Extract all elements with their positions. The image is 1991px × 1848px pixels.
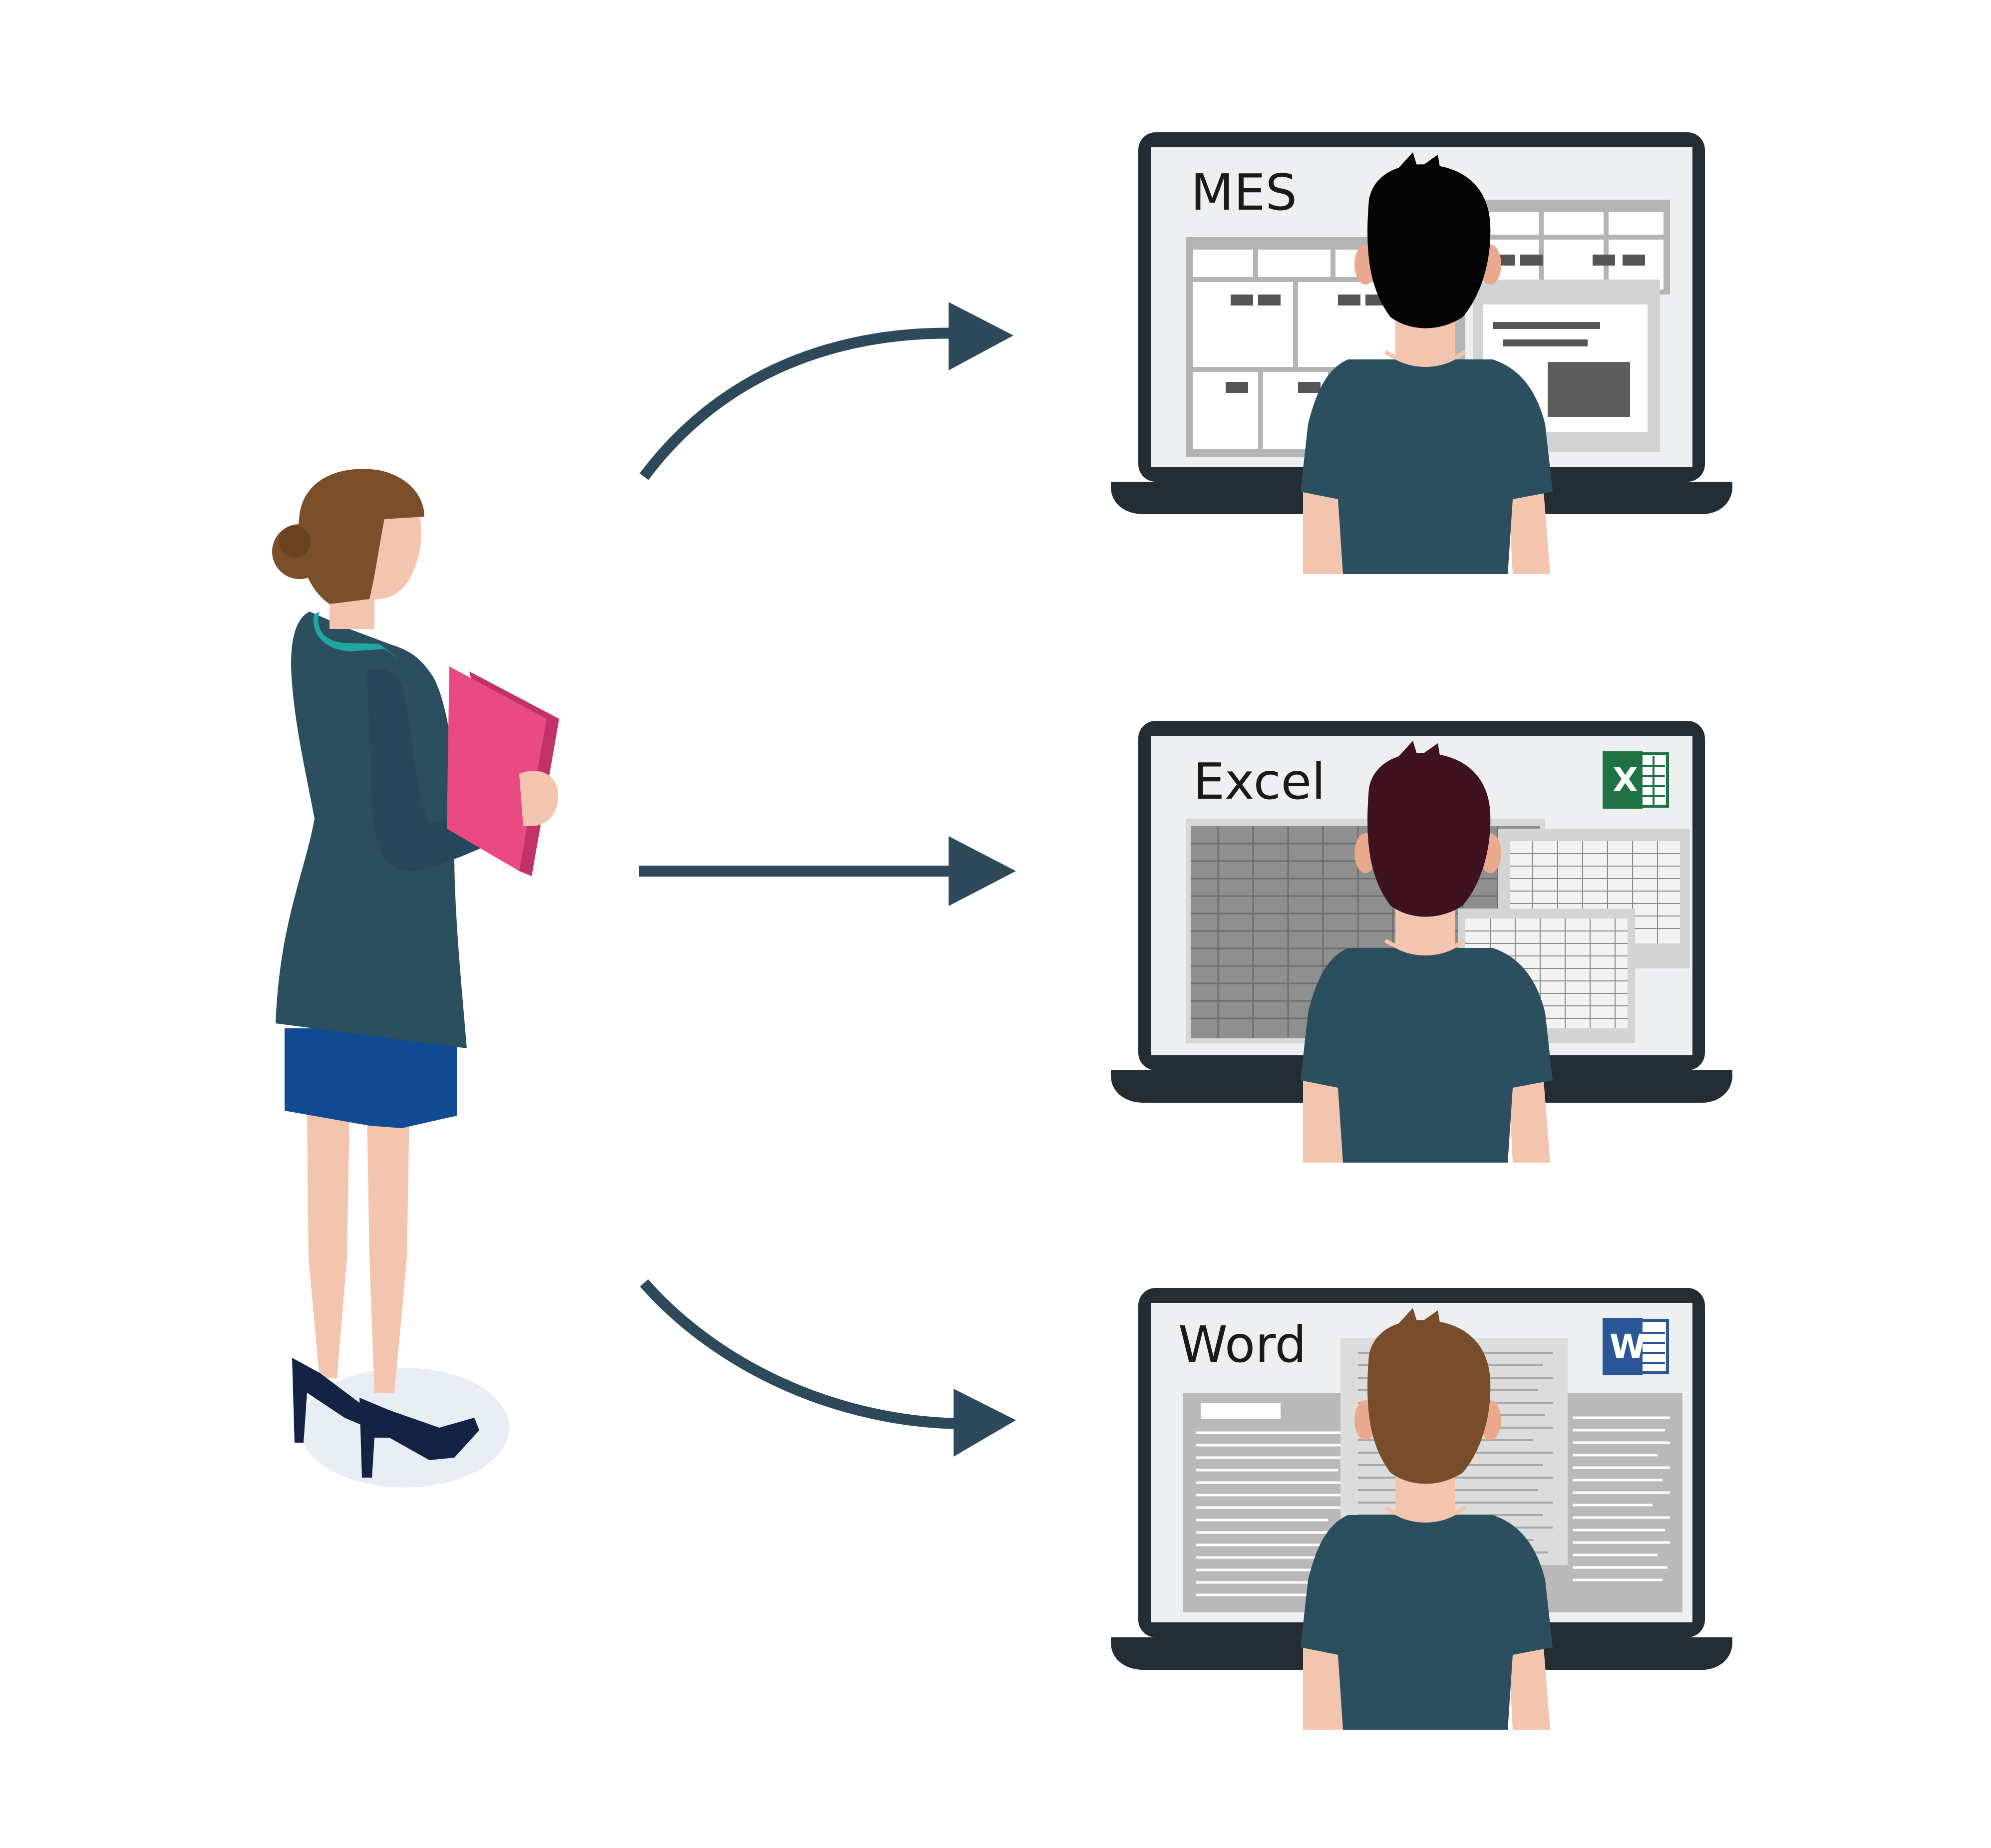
person-word <box>1301 1308 1553 1730</box>
person-collar <box>1384 350 1467 365</box>
laptop-mes: MES <box>1111 132 1732 574</box>
person-arm-left <box>1303 1635 1343 1730</box>
arrow-to-mes-line <box>640 327 964 480</box>
person-arm-left <box>1303 1068 1343 1163</box>
word-icon-letter: W <box>1610 1327 1646 1366</box>
person-arm-right <box>1508 1068 1550 1163</box>
person-arm-right <box>1508 479 1550 574</box>
app-label-word: Word <box>1178 1315 1307 1374</box>
person-shirt <box>1301 359 1553 574</box>
person-collar <box>1384 938 1467 954</box>
person-hair-spikes <box>1398 1308 1440 1325</box>
woman-hand <box>519 771 559 826</box>
person-excel <box>1301 741 1553 1163</box>
collar <box>313 612 399 659</box>
woman-hair <box>298 469 424 604</box>
arrow-to-word-head <box>954 1389 1016 1457</box>
arrow-to-mes-head <box>949 302 1013 370</box>
person-hair <box>1367 164 1491 328</box>
person-hair <box>1367 753 1491 917</box>
jacket <box>276 612 467 1048</box>
person-shirt <box>1301 1515 1553 1730</box>
excel-icon: X <box>1603 751 1669 809</box>
laptop-excel: Excel X <box>1111 721 1732 1163</box>
person-shirt <box>1301 948 1553 1163</box>
arrows <box>639 302 1016 1457</box>
word-icon: W <box>1603 1318 1669 1375</box>
arrow-to-excel-head <box>949 836 1016 906</box>
person-collar <box>1384 1506 1467 1521</box>
hair-bun-shade <box>279 526 311 558</box>
right-shoe <box>359 1398 479 1478</box>
person-mes <box>1301 152 1553 574</box>
person-arm-left <box>1303 479 1343 574</box>
app-label-excel: Excel <box>1193 752 1326 811</box>
arrow-to-word-line <box>640 1279 964 1429</box>
person-neck <box>1395 319 1455 367</box>
right-leg <box>367 1113 409 1393</box>
person-hair-spikes <box>1398 152 1440 170</box>
excel-icon-letter: X <box>1613 761 1638 799</box>
person-hair-spikes <box>1398 741 1440 758</box>
person-neck <box>1395 1475 1455 1523</box>
app-label-mes: MES <box>1191 163 1297 222</box>
laptop-word: Word W <box>1111 1288 1732 1730</box>
skirt <box>285 1028 457 1128</box>
person-arm-right <box>1508 1635 1550 1730</box>
woman-figure <box>272 469 559 1488</box>
person-hair <box>1367 1320 1491 1484</box>
left-leg <box>307 1113 349 1378</box>
person-neck <box>1395 908 1455 955</box>
